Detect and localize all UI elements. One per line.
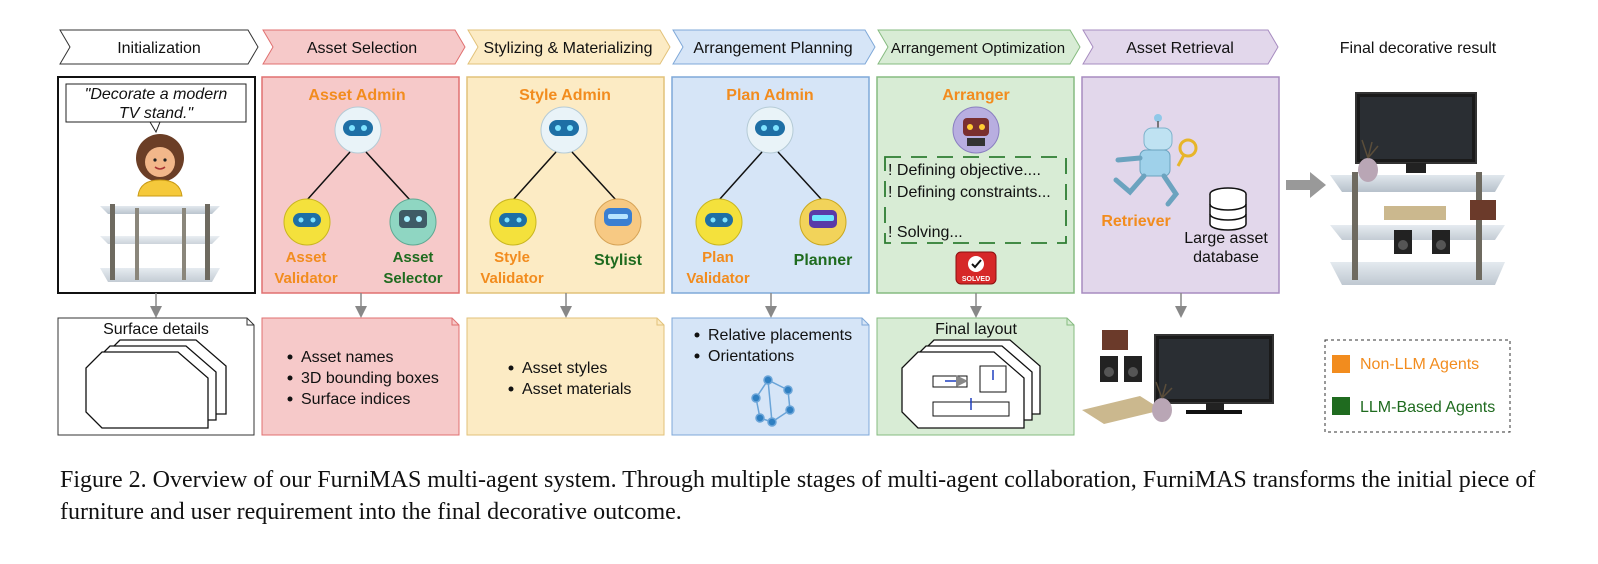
- stage-label-arrangement-planning: Arrangement Planning: [693, 40, 852, 57]
- arranger-label: Arranger: [942, 87, 1010, 104]
- legend-swatch-llm: [1332, 397, 1350, 415]
- final-layout-card: Final layout: [876, 317, 1075, 436]
- retrieved-assets-illustration: [1082, 330, 1274, 424]
- tv-stand-icon: [100, 204, 220, 282]
- asset-validator-label-line2: Validator: [274, 270, 338, 287]
- retriever-label: Retriever: [1101, 213, 1170, 230]
- style-output-item-styles: Asset styles: [522, 360, 607, 377]
- plan-validator-label-line1: Plan: [702, 249, 734, 266]
- legend-label-llm: LLM-Based Agents: [1360, 399, 1495, 416]
- asset-output-item-names: Asset names: [301, 349, 393, 366]
- user-request-line2: TV stand.": [119, 105, 194, 122]
- arranger-robot-icon: [952, 106, 1000, 154]
- asset-output-item-surfaces: Surface indices: [301, 391, 410, 408]
- plan-output-item-placements: Relative placements: [708, 327, 852, 344]
- style-validator-label-line1: Style: [494, 249, 530, 266]
- final-flow-arrow: [1286, 172, 1326, 198]
- arrangement-planning-panel: Plan Admin Plan Validator Planner: [671, 76, 870, 294]
- stylist-label: Stylist: [594, 252, 643, 269]
- solver-steps-box: [884, 156, 1067, 244]
- asset-selector-robot-icon: [389, 198, 437, 246]
- figure-caption: Figure 2. Overview of our FurniMAS multi…: [60, 467, 1536, 525]
- database-icon: [1209, 187, 1247, 231]
- stage-label-stylizing: Stylizing & Materializing: [484, 40, 653, 57]
- stage-label-asset-selection: Asset Selection: [307, 40, 417, 57]
- asset-validator-robot-icon: [283, 198, 331, 246]
- stage-label-initialization: Initialization: [117, 40, 201, 57]
- solved-badge-text: SOLVED: [962, 276, 990, 283]
- surface-details-card: Surface details: [57, 317, 255, 436]
- planner-label: Planner: [794, 252, 853, 269]
- user-avatar-icon: [136, 134, 184, 197]
- stage-label-asset-retrieval: Asset Retrieval: [1126, 40, 1234, 57]
- asset-validator-label-line1: Asset: [286, 249, 327, 266]
- style-admin-robot-icon: [540, 106, 588, 154]
- stage-label-arrangement-optimization: Arrangement Optimization: [891, 40, 1065, 57]
- style-output-card: Asset styles Asset materials: [466, 317, 665, 436]
- asset-selection-output-card: Asset names 3D bounding boxes Surface in…: [261, 317, 460, 436]
- surface-details-label: Surface details: [103, 321, 209, 338]
- initialization-panel: "Decorate a modern TV stand.": [57, 76, 256, 294]
- plan-validator-label-line2: Validator: [686, 270, 750, 287]
- asset-output-item-bboxes: 3D bounding boxes: [301, 370, 439, 387]
- style-validator-robot-icon: [489, 198, 537, 246]
- stylist-robot-icon: [594, 198, 642, 246]
- stage-header-initialization: Initialization: [59, 29, 259, 65]
- arrangement-optimization-panel: Arranger ! Defining objective.... ! Defi…: [876, 76, 1075, 294]
- user-request-line1: "Decorate a modern: [85, 86, 228, 103]
- final-result-illustration: [1330, 92, 1505, 285]
- asset-admin-label: Asset Admin: [308, 87, 405, 104]
- database-label-line2: database: [1193, 249, 1259, 266]
- planner-robot-icon: [799, 198, 847, 246]
- plan-validator-robot-icon: [695, 198, 743, 246]
- final-layout-label: Final layout: [935, 321, 1017, 338]
- retriever-robot-icon: [1113, 114, 1198, 207]
- asset-selector-label-line1: Asset: [393, 249, 434, 266]
- stage-header-asset-retrieval: Asset Retrieval: [1082, 29, 1279, 65]
- asset-retrieval-panel: Retriever Large asset database: [1081, 76, 1280, 294]
- solver-step-constraints: ! Defining constraints...: [888, 184, 1051, 201]
- solved-badge-icon: SOLVED: [955, 251, 997, 285]
- stage-header-arrangement-optimization: Arrangement Optimization: [877, 29, 1081, 65]
- plan-output-card: Relative placements Orientations: [671, 317, 870, 436]
- solver-step-objective: ! Defining objective....: [888, 162, 1041, 179]
- asset-admin-robot-icon: [334, 106, 382, 154]
- plan-admin-robot-icon: [746, 106, 794, 154]
- style-validator-label-line2: Validator: [480, 270, 544, 287]
- stage-header-asset-selection: Asset Selection: [262, 29, 466, 65]
- graph-network-icon: [751, 375, 795, 427]
- solver-step-solving: ! Solving...: [888, 224, 963, 241]
- final-result-title: Final decorative result: [1340, 40, 1497, 57]
- speech-bubble: "Decorate a modern TV stand.": [65, 83, 247, 134]
- legend: Non-LLM Agents LLM-Based Agents: [1324, 339, 1511, 433]
- furnimas-diagram: Initialization Asset Selection Stylizing…: [57, 29, 1511, 436]
- plan-output-item-orientations: Orientations: [708, 348, 794, 365]
- stylizing-panel: Style Admin Style Validator Stylist: [466, 76, 665, 294]
- stage-header-arrangement-planning: Arrangement Planning: [672, 29, 876, 65]
- legend-label-non-llm: Non-LLM Agents: [1360, 356, 1479, 373]
- style-admin-label: Style Admin: [519, 87, 611, 104]
- asset-selector-label-line2: Selector: [383, 270, 442, 287]
- asset-selection-panel: Asset Admin Asset Validator Asset Select…: [261, 76, 460, 294]
- style-output-item-materials: Asset materials: [522, 381, 631, 398]
- plan-admin-label: Plan Admin: [726, 87, 813, 104]
- stage-header-stylizing: Stylizing & Materializing: [467, 29, 671, 65]
- database-label-line1: Large asset: [1184, 230, 1268, 247]
- legend-swatch-non-llm: [1332, 355, 1350, 373]
